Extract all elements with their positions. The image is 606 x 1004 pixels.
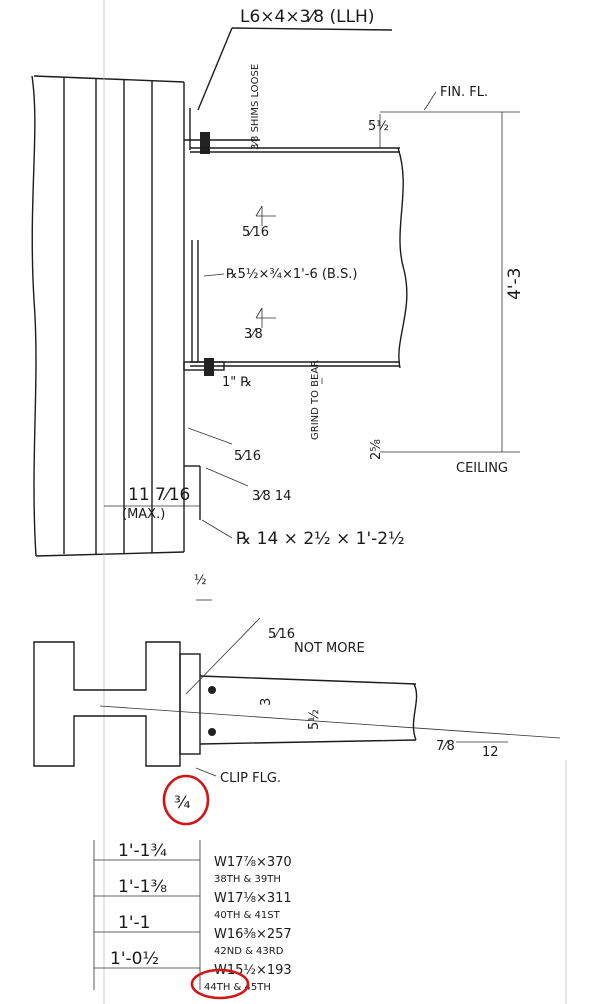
schedule-floors-1: 38TH & 39TH bbox=[214, 874, 281, 885]
schedule-section-3: W16⅜×257 bbox=[214, 927, 292, 942]
weld-mid: 3⁄8 bbox=[244, 327, 263, 342]
weld-14: 3⁄8 14 bbox=[252, 489, 291, 504]
schedule-dim-1: 1'-1¾ bbox=[118, 841, 167, 861]
schedule: 1'-1¾ W17⅞×370 38TH & 39TH 1'-1⅜ W17⅛×31… bbox=[93, 840, 292, 993]
not-more-label: NOT MORE bbox=[294, 641, 365, 656]
beam-plan bbox=[99, 653, 561, 755]
bolt-bottom bbox=[204, 358, 214, 376]
grind-label: GRIND TO BEAR bbox=[310, 360, 321, 440]
five-half-dim: 5½ bbox=[307, 709, 322, 730]
bolt-plan-2 bbox=[208, 728, 216, 736]
ceiling-label: CEILING bbox=[456, 461, 508, 476]
column-plan bbox=[33, 641, 181, 767]
schedule-dim-3: 1'-1 bbox=[118, 913, 150, 933]
schedule-section-4: W15½×193 bbox=[214, 963, 292, 978]
beam-elevation bbox=[183, 108, 408, 520]
weld-lower: 5⁄16 bbox=[234, 449, 261, 464]
schedule-section-1: W17⅞×370 bbox=[214, 855, 292, 870]
bottom-plate-label: ℞ 14 × 2½ × 1'-2½ bbox=[236, 529, 405, 549]
slope-run: 12 bbox=[482, 745, 499, 760]
weld-top: 5⁄16 bbox=[242, 225, 269, 240]
schedule-floors-4: 44TH & 45TH bbox=[204, 982, 271, 993]
offset-dim: 11 7⁄16 bbox=[128, 485, 190, 505]
plan-weld: 5⁄16 bbox=[268, 627, 295, 642]
three-dim: 3 bbox=[259, 698, 274, 706]
bottom-dim: 2⅝ bbox=[369, 439, 384, 460]
column-elevation bbox=[31, 0, 185, 1004]
three-quarter-dim: ¾ bbox=[174, 793, 190, 813]
bolt-top bbox=[200, 132, 210, 154]
depth-dim: 4'-3 bbox=[505, 268, 525, 300]
slope-rise: 7⁄8 bbox=[436, 739, 455, 754]
schedule-dim-4: 1'-0½ bbox=[110, 949, 159, 969]
schedule-dim-2: 1'-1⅜ bbox=[118, 877, 167, 897]
plate-1in-label: 1" ℞ bbox=[222, 375, 252, 390]
max-label: (MAX.) bbox=[122, 507, 165, 522]
top-dim-label: 5½ bbox=[368, 119, 389, 134]
highlight-circle-44th bbox=[190, 968, 250, 1000]
plate-mid-label: ℞5½×¾×1'-6 (B.S.) bbox=[226, 267, 357, 282]
bolt-plan-1 bbox=[208, 686, 216, 694]
schedule-floors-3: 42ND & 43RD bbox=[214, 946, 284, 957]
schedule-floors-2: 40TH & 41ST bbox=[214, 910, 281, 921]
angle-callout: L6×4×3⁄8 (LLH) bbox=[240, 7, 374, 27]
shims-label: 3⁄8 SHIMS LOOSE bbox=[250, 64, 261, 150]
clip-label: CLIP FLG. bbox=[220, 771, 281, 786]
half-dim: ½ bbox=[194, 573, 207, 588]
fin-floor-label: FIN. FL. bbox=[440, 85, 488, 100]
highlight-circle-threequarter bbox=[162, 774, 210, 826]
schedule-section-2: W17⅛×311 bbox=[214, 891, 292, 906]
